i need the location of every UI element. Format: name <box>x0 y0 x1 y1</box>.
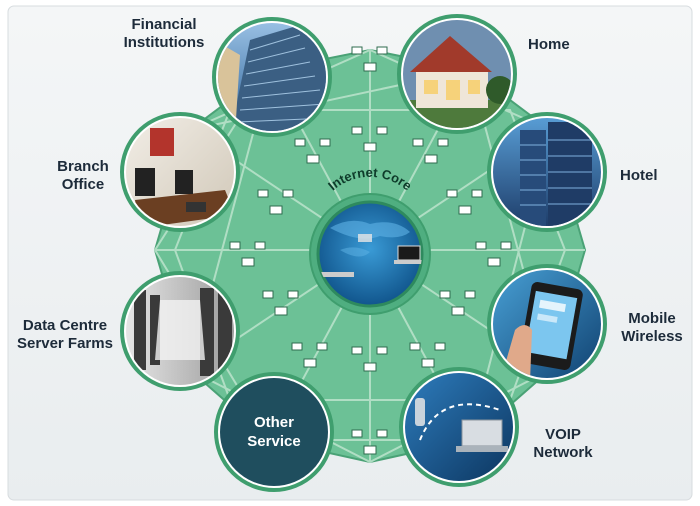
internet-core: Internet Core <box>309 165 431 315</box>
other-service-label-line1: Other <box>254 414 294 431</box>
label-data-centre: Data Centre Server Farms <box>14 317 116 353</box>
label-line: Hotel <box>620 167 658 184</box>
other-service-label-line2: Service <box>247 433 300 450</box>
node-hotel <box>487 112 607 232</box>
label-line: Financial <box>131 16 197 33</box>
node-mobile-wireless <box>487 264 607 384</box>
phone-handset-icon <box>415 398 425 426</box>
chair-icon <box>135 168 155 196</box>
chair-icon <box>175 170 193 194</box>
label-home: Home <box>528 36 570 54</box>
label-line: Wireless <box>621 328 683 345</box>
laptop-icon <box>461 419 503 447</box>
node-branch-office <box>120 112 240 232</box>
hub-icon <box>351 429 388 455</box>
hub-icons <box>229 46 512 455</box>
label-line: Server Farms <box>17 335 113 352</box>
label-mobile-wireless: Mobile Wireless <box>614 310 690 346</box>
hub-icon <box>475 241 512 267</box>
hub-icon <box>446 189 483 215</box>
phone-icon <box>186 202 206 212</box>
label-line: Office <box>61 176 105 193</box>
hub-icon <box>291 342 328 368</box>
hub-icon <box>412 138 449 164</box>
node-other-service: Other Service <box>214 372 334 492</box>
label-line: VOIP <box>545 426 581 443</box>
world-map-icon <box>318 220 422 277</box>
label-line: Mobile <box>628 310 676 327</box>
hub-icon <box>257 189 294 215</box>
label-financial-institutions: Financial Institutions <box>108 16 220 52</box>
laptop-icon <box>397 245 421 261</box>
label-line: Network <box>533 444 593 461</box>
hub-icon <box>351 126 388 152</box>
label-line: Branch <box>57 158 109 175</box>
hub-icon <box>294 138 331 164</box>
hub-icon <box>262 290 299 316</box>
label-voip-network: VOIP Network <box>528 426 598 462</box>
hub-icon <box>439 290 476 316</box>
label-line: Institutions <box>123 34 205 51</box>
node-data-centre <box>120 271 240 391</box>
node-home <box>397 14 517 134</box>
hub-icon <box>229 241 266 267</box>
hub-icon <box>351 46 388 72</box>
label-line: Data Centre <box>22 317 108 334</box>
hub-icon <box>409 342 446 368</box>
label-line: Home <box>528 36 570 53</box>
hub-icon <box>351 346 388 372</box>
label-hotel: Hotel <box>620 167 658 185</box>
label-branch-office: Branch Office <box>52 158 114 194</box>
node-financial-institutions <box>212 17 332 137</box>
node-voip-network <box>399 367 519 487</box>
